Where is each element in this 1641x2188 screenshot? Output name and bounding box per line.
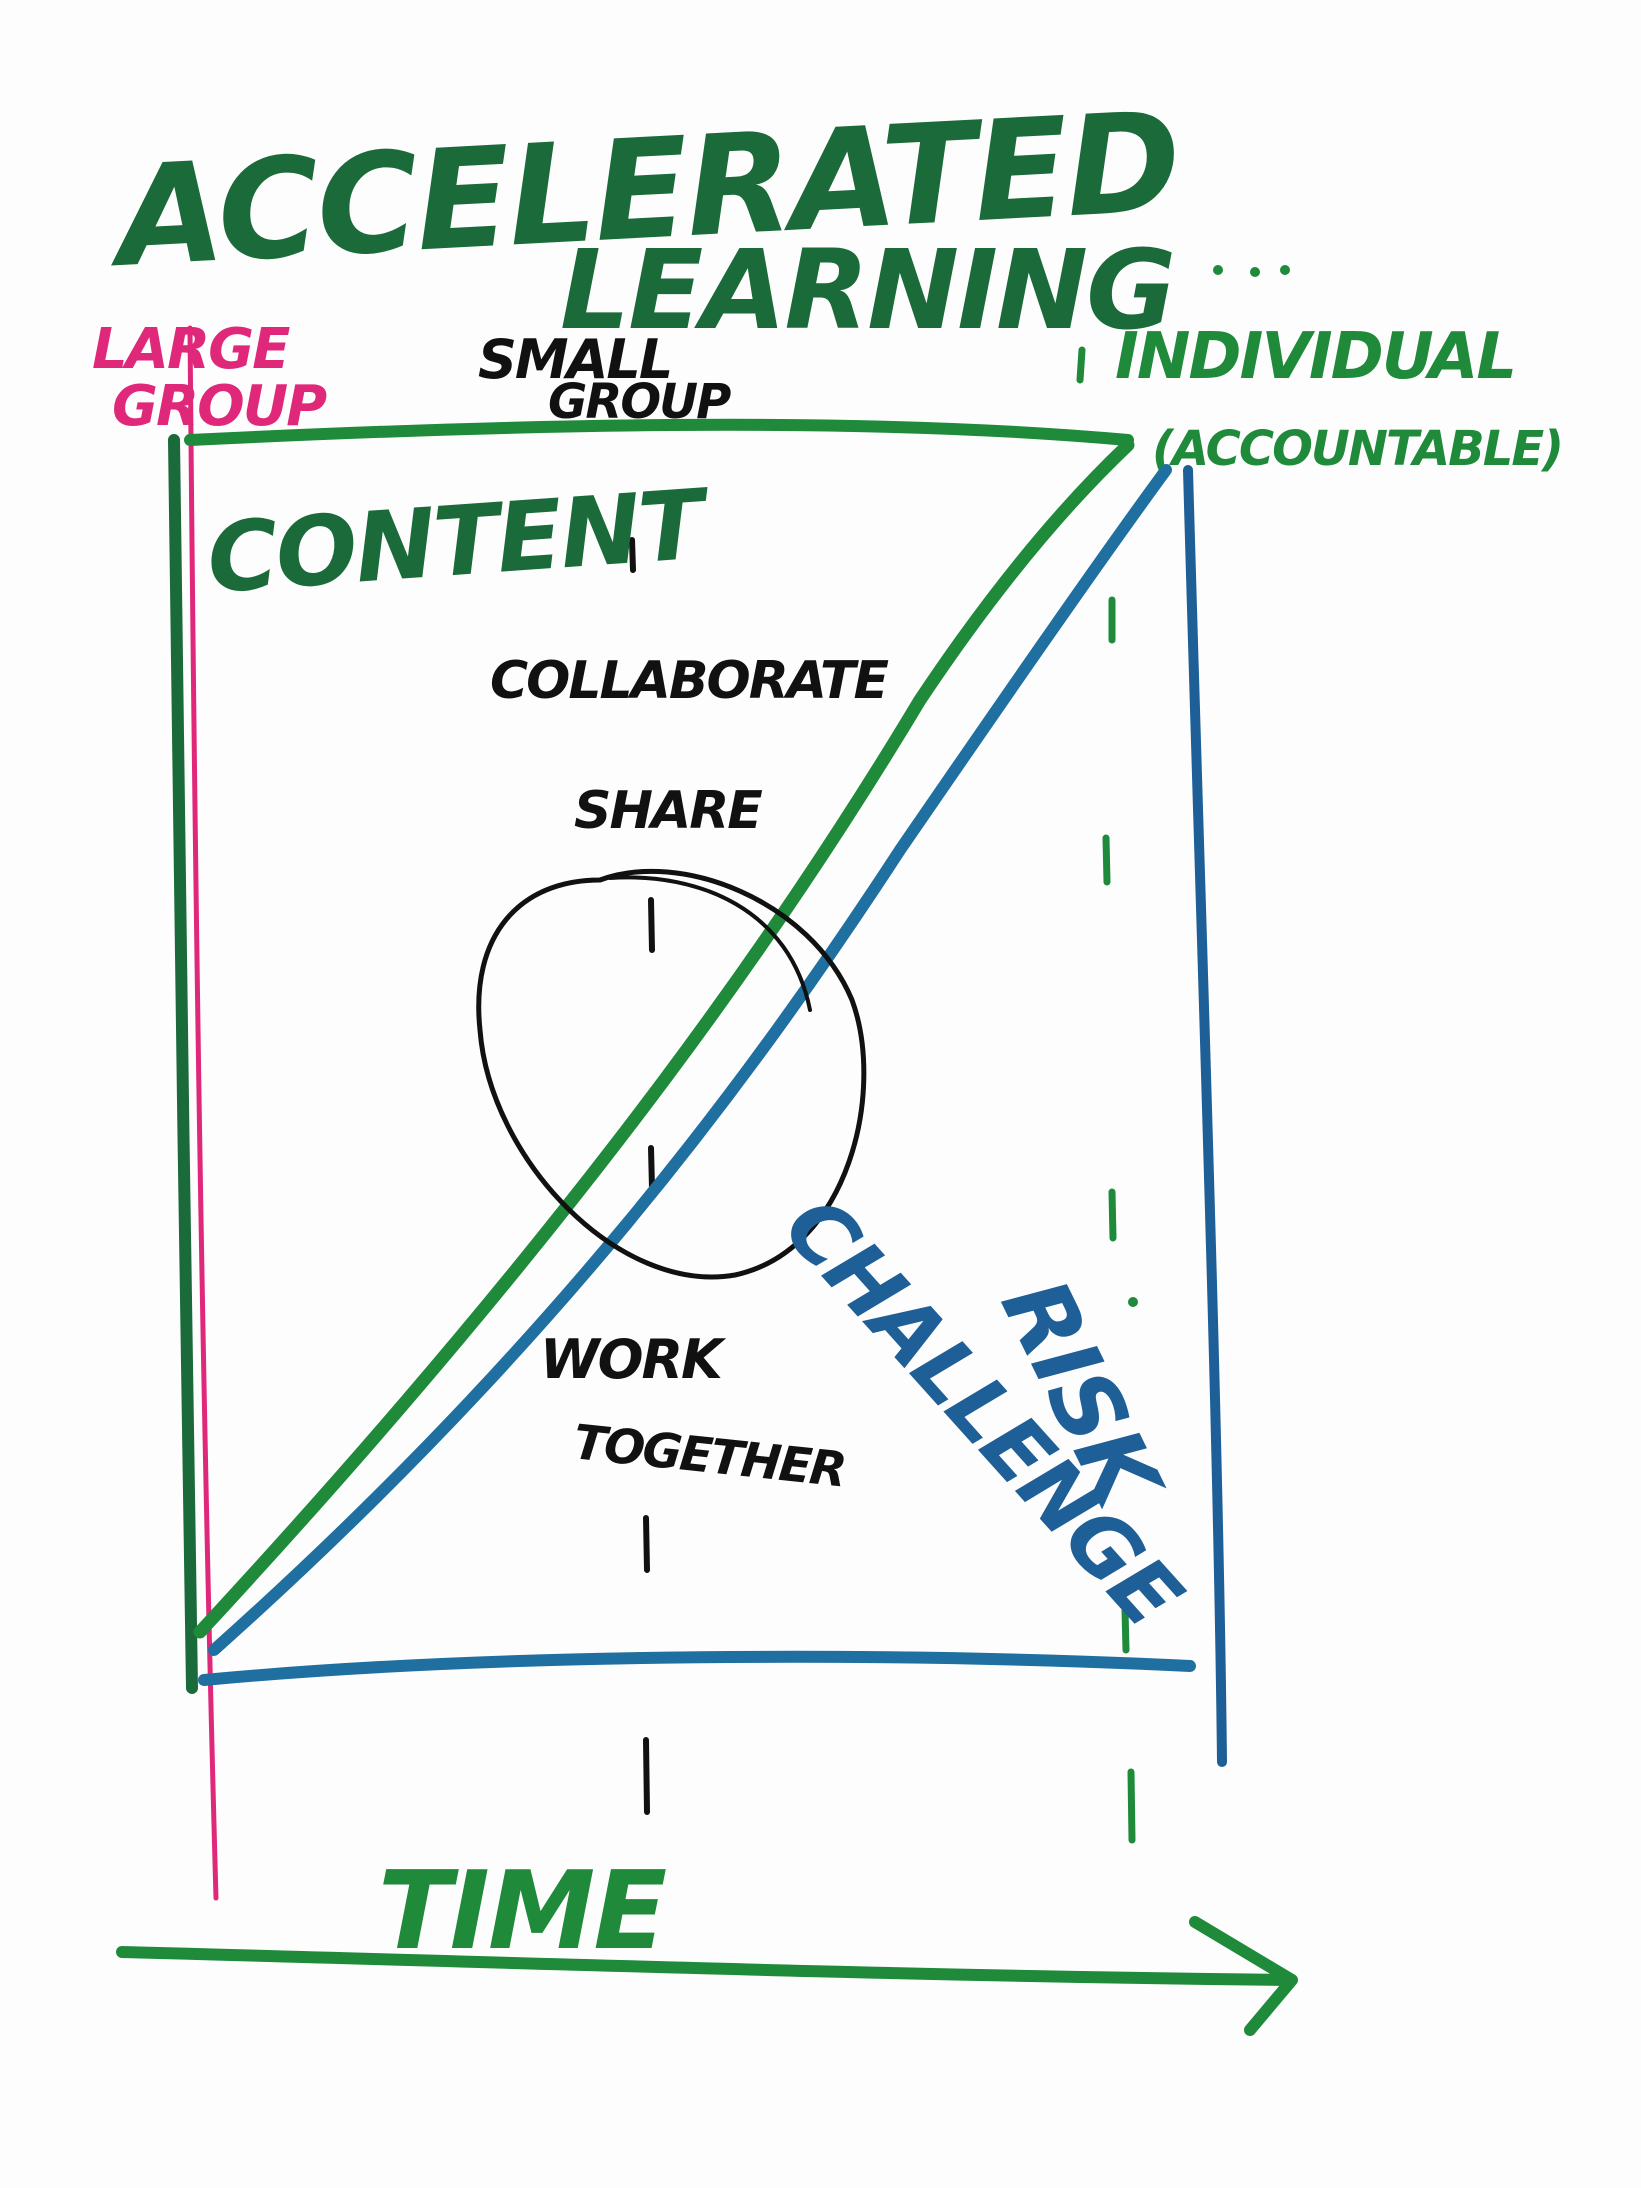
individual-dashed-line [1076,346,1138,1844]
box-top-edge [184,418,1134,446]
box-right-edge [1183,465,1227,1767]
time-label: TIME [378,1849,666,1974]
small-group-label-line-1: SMALL [478,328,671,391]
work-together-label-line-1: WORK [540,1328,727,1391]
small-group-dashed-line [629,537,655,1815]
collaborate-label: COLLABORATE [490,651,889,711]
individual-label: INDIVIDUAL [1115,320,1515,394]
large-group-label-line-2: GROUP [112,374,327,439]
large-group-line [187,325,219,1901]
share-label: SHARE [574,781,762,841]
content-curve [193,438,1135,1639]
content-label: CONTENT [204,468,714,615]
work-together-label-line-2: TOGETHER [571,1414,848,1498]
accountable-label: (ACCOUNTABLE) [1152,421,1562,477]
title-line-2: LEARNING [560,226,1174,354]
box-left-edge [168,434,198,1694]
title-dots [1213,265,1290,277]
share-circle [476,868,867,1280]
time-arrow [116,1946,1296,1986]
box-bottom-edge [198,1650,1196,1686]
share-circle-overlap [608,875,812,1012]
risk-challenge-curve [208,464,1172,1656]
time-arrowhead [1189,1916,1298,2036]
